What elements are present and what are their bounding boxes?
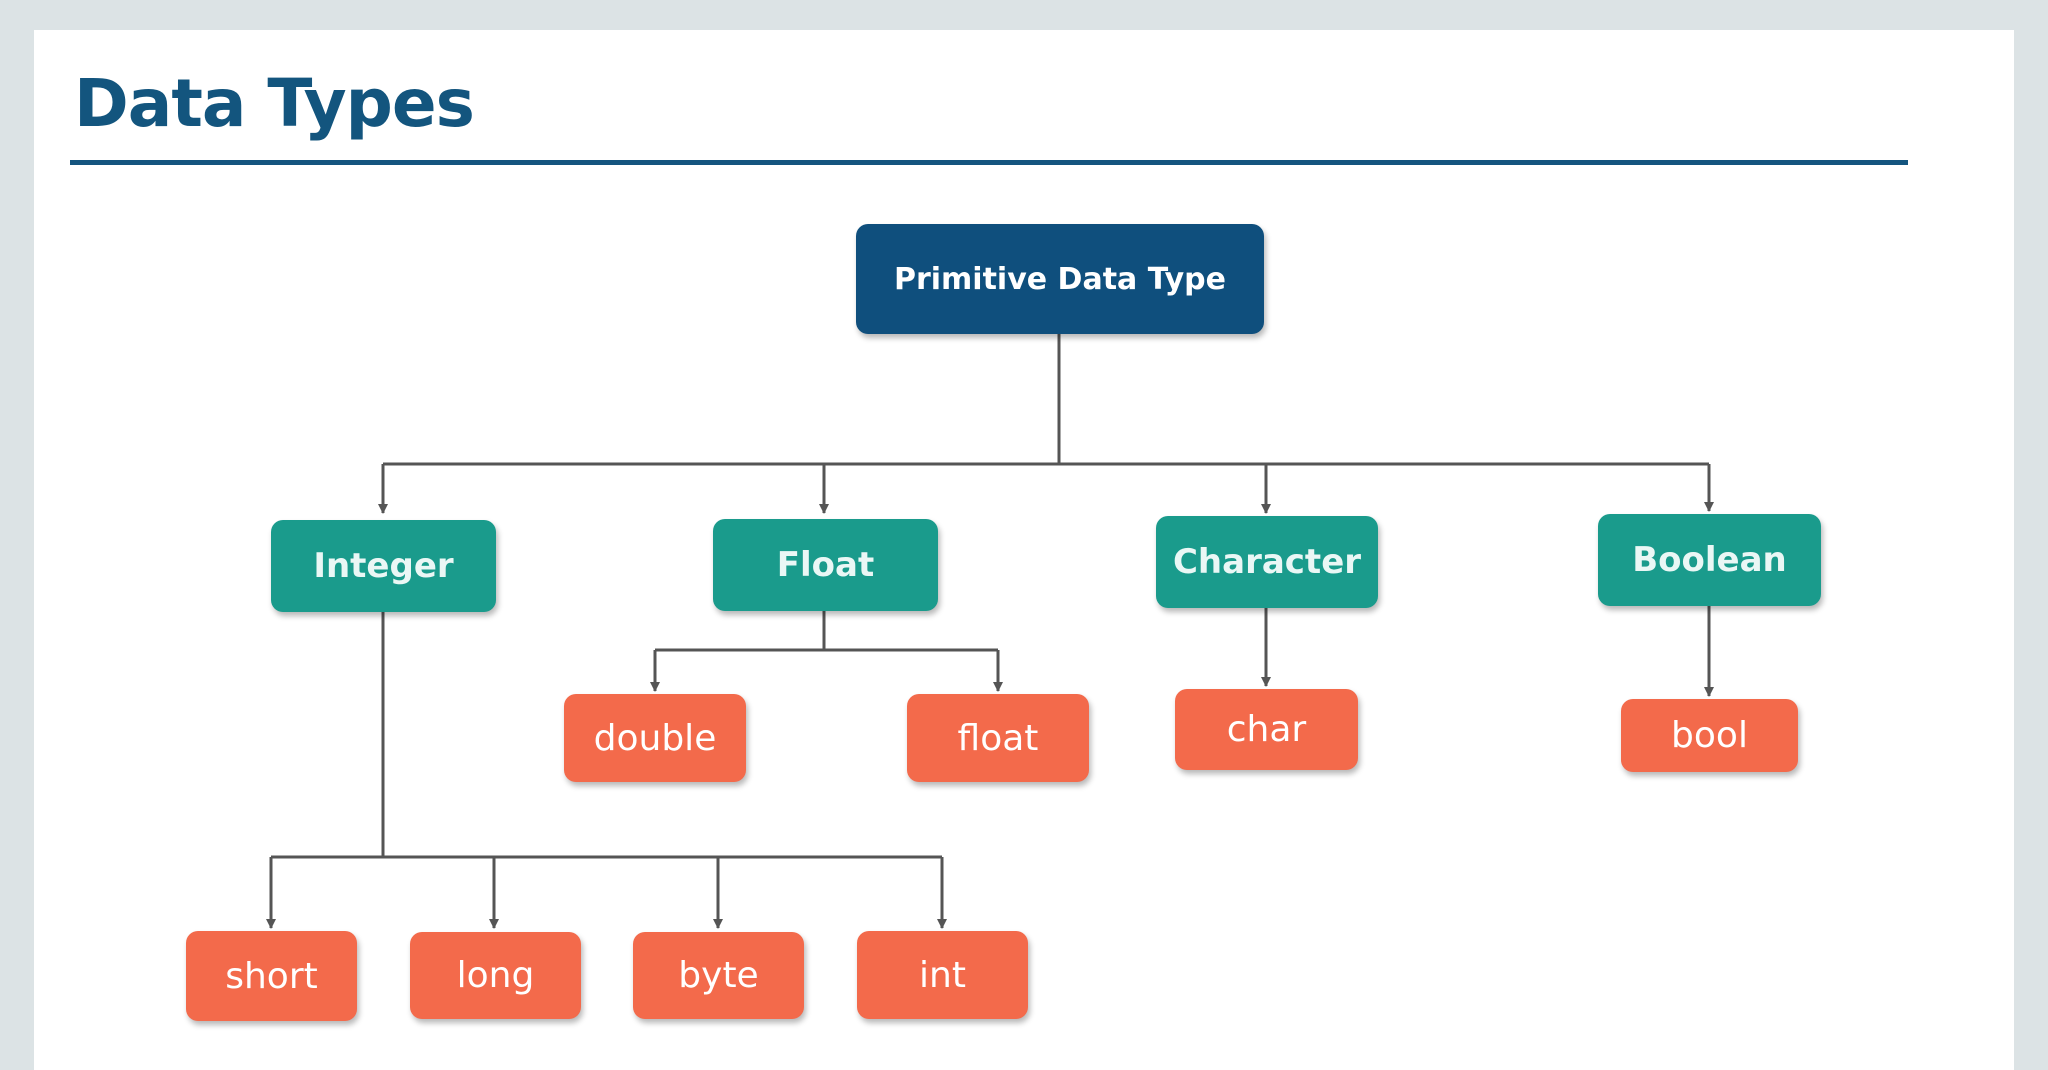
node-label: Character: [1172, 542, 1362, 582]
node-primitive-data-type: Primitive Data Type: [856, 224, 1264, 334]
node-label: int: [919, 954, 966, 996]
node-label: double: [593, 717, 717, 759]
title-underline: [70, 160, 1908, 165]
node-label: Float: [776, 545, 875, 585]
node-float-leaf: float: [907, 694, 1089, 782]
node-label: long: [456, 955, 535, 996]
node-short: short: [186, 931, 357, 1021]
node-label: bool: [1671, 715, 1748, 756]
node-integer: Integer: [271, 520, 496, 612]
node-label: float: [957, 717, 1039, 759]
node-character: Character: [1156, 516, 1378, 608]
node-bool: bool: [1621, 699, 1798, 772]
page-title: Data Types: [74, 65, 475, 142]
node-long: long: [410, 932, 581, 1019]
node-char: char: [1175, 689, 1358, 770]
node-label: byte: [678, 955, 759, 996]
node-double: double: [564, 694, 746, 782]
node-boolean: Boolean: [1598, 514, 1821, 606]
node-float: Float: [713, 519, 938, 611]
node-label: short: [225, 955, 318, 997]
node-label: Boolean: [1632, 540, 1787, 580]
node-label: Integer: [313, 546, 454, 586]
node-byte: byte: [633, 932, 804, 1019]
connector-lines: [266, 334, 1714, 929]
node-label: Primitive Data Type: [893, 261, 1227, 297]
node-int: int: [857, 931, 1028, 1019]
node-label: char: [1226, 709, 1307, 750]
